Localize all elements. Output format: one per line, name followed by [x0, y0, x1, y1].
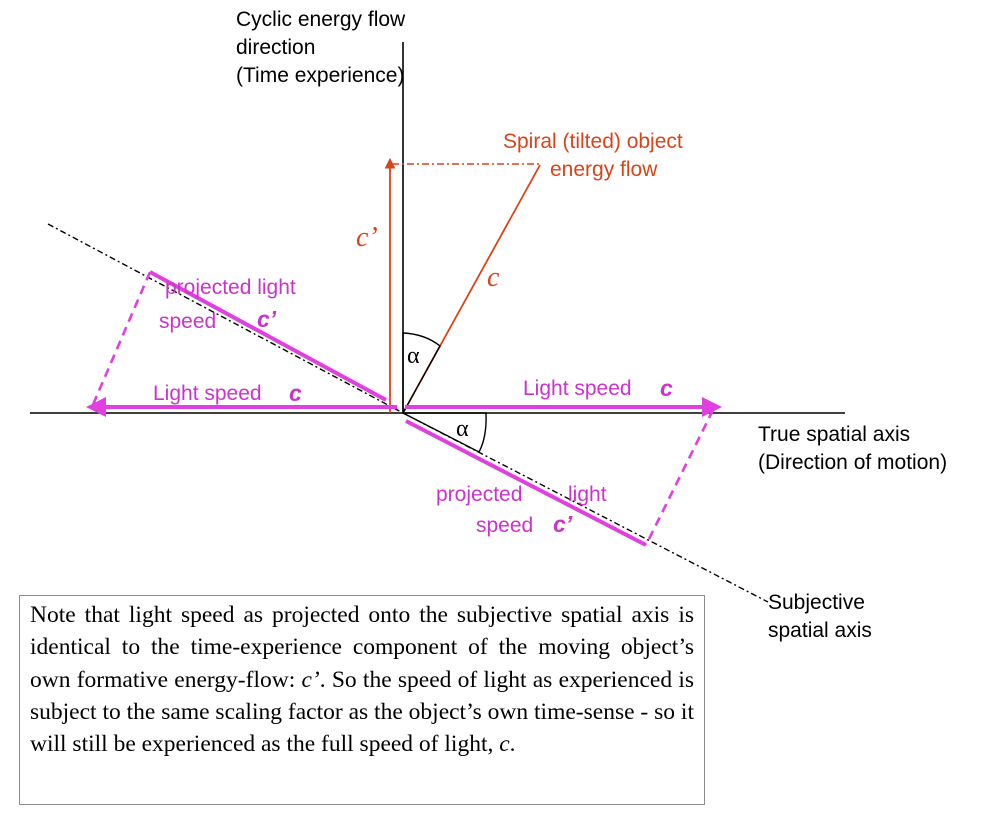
light-speed-right-symbol: c — [660, 375, 673, 401]
subjective-axis-dashed-left — [47, 223, 404, 414]
projection-dashed-left — [90, 271, 152, 408]
note-symbol-c: c — [499, 731, 510, 758]
vertical-axis-label: Cyclic energy flow direction (Time exper… — [236, 8, 411, 87]
explanatory-note-box: Note that light speed as projected onto … — [19, 595, 705, 805]
alpha-upper-label: α — [407, 343, 420, 369]
light-speed-left-symbol: c — [289, 380, 302, 406]
projected-light-right-symbol: c’ — [553, 511, 573, 537]
alpha-arc-upper — [402, 332, 441, 414]
explanatory-note-text: Note that light speed as projected onto … — [30, 602, 694, 758]
light-speed-left-label: Light speed — [153, 382, 262, 405]
projected-light-left-segment — [149, 270, 387, 402]
projected-light-left-symbol: c’ — [257, 306, 277, 332]
alpha-lower-label: α — [456, 416, 469, 442]
alpha-arc-lower — [402, 412, 487, 453]
true-spatial-axis-label: True spatial axis (Direction of motion) — [758, 423, 947, 474]
subjective-axis-label: Subjective spatial axis — [768, 591, 872, 642]
projected-light-left-label: projected light speed — [159, 276, 302, 333]
spiral-energy-flow-label: Spiral (tilted) object energy flow — [503, 130, 689, 181]
subjective-axis-dashed-right — [402, 412, 769, 603]
light-speed-right-label: Light speed — [523, 377, 632, 400]
c-tilted-label: c — [487, 262, 500, 293]
projected-light-right-label: projected light speed — [436, 483, 612, 537]
c-prime-vertical-label: c’ — [356, 222, 378, 253]
projected-light-right-segment — [405, 419, 647, 547]
projection-dashed-right — [644, 409, 715, 546]
note-symbol-c-prime: c’ — [301, 666, 320, 693]
